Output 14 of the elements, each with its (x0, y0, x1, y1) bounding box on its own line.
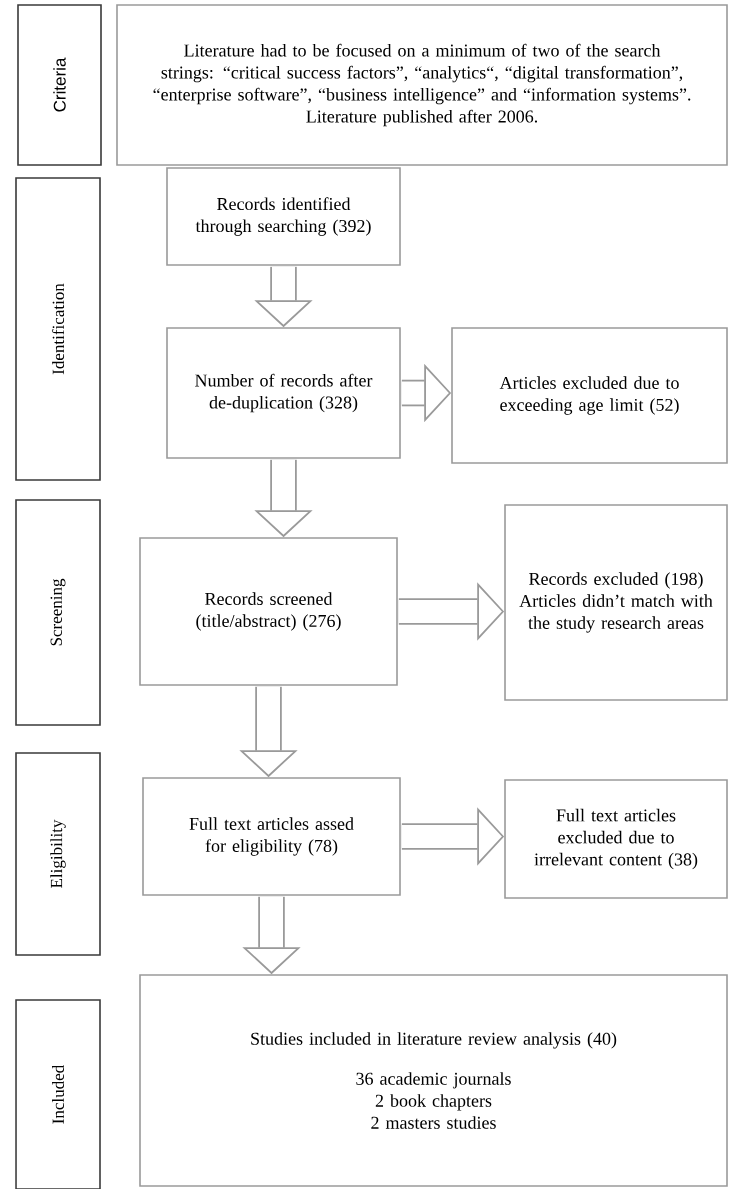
stage-label-box: Identification (15, 177, 101, 481)
stage-label-box: Eligibility (15, 752, 101, 956)
process-box: Number of records after de-duplication (328) (166, 327, 401, 459)
process-box: Records excluded (198) Articles didn’t match with the study research areas (504, 504, 728, 701)
process-box: Studies included in literature review analysis (40) 36 academic journals 2 book chapters 2 masters studies (139, 974, 728, 1187)
process-box: Records screened (title/abstract) (276) (139, 537, 398, 686)
process-box: Full text articles excluded due to irrelevant content (38) (504, 779, 728, 899)
process-box: Literature had to be focused on a minimum of two of the search strings: “critical success factors”, “analytics“, “digital transformation”, “enterprise software”, “business intelligence” and “information systems”. Literature published after 2006. (116, 4, 728, 166)
process-box: Articles excluded due to exceeding age limit (52) (451, 327, 728, 464)
stage-label-box: Criteria (17, 4, 102, 166)
stage-label-box: Screening (15, 499, 101, 726)
stage-label-box: Included (15, 999, 101, 1189)
process-box: Records identified through searching (392) (166, 167, 401, 266)
process-box: Full text articles assed for eligibility (78) (142, 777, 401, 896)
